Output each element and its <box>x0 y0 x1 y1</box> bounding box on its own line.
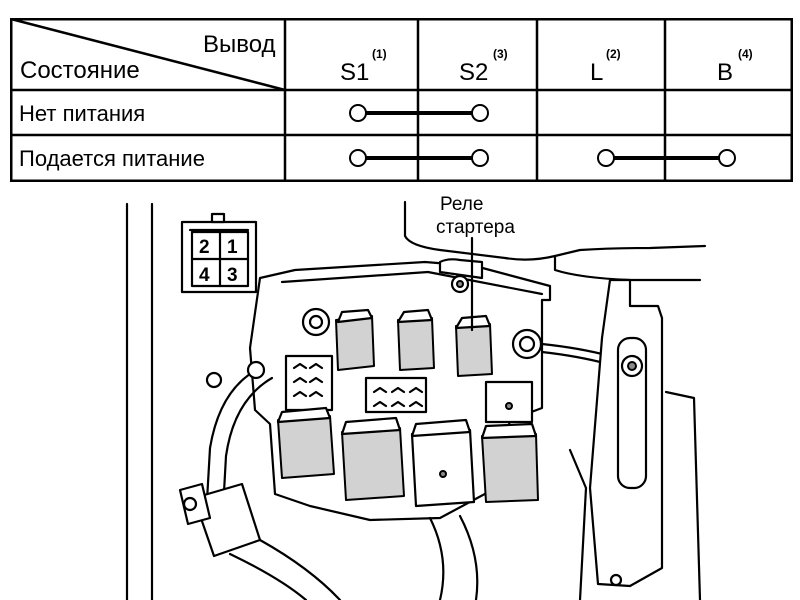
right-bracket <box>588 278 664 588</box>
mounting-bolt-center <box>456 280 464 288</box>
callout-starter-relay-line1: Реле <box>440 194 483 215</box>
row-label-no-power: Нет питания <box>19 101 145 126</box>
relay-continuity-table: Вывод Состояние S1 (1) S2 (3) L (2) B (4… <box>10 18 793 182</box>
right-inner-edge <box>568 448 588 600</box>
fuse-box-top-rim <box>280 270 544 296</box>
harness-connector <box>178 482 262 558</box>
row-label-power-applied: Подается питание <box>19 146 205 171</box>
terminal-l-superscript: (2) <box>606 47 621 61</box>
callout-starter-relay-line2: стартера <box>436 217 515 238</box>
dash-contour <box>403 200 707 261</box>
fuse-block-middle <box>364 376 428 414</box>
pin-3-label: 3 <box>227 265 238 286</box>
right-bolt-center <box>518 335 536 353</box>
terminal-b-label: B <box>717 59 733 86</box>
bottom-relay-4 <box>480 422 539 503</box>
left-screw <box>246 360 266 380</box>
bottom-relay-1 <box>276 406 335 479</box>
header-terminal-label: Вывод <box>203 31 276 58</box>
terminal-s1-label: S1 <box>340 59 369 86</box>
relay-module-right <box>484 380 534 424</box>
lower-harness <box>228 514 479 600</box>
fuse-block-left <box>284 354 334 412</box>
pin-1-label: 1 <box>227 237 238 258</box>
pin-4-label: 4 <box>199 265 210 286</box>
bottom-relay-2 <box>340 416 405 501</box>
header-state-label: Состояние <box>20 57 140 84</box>
terminal-s1-superscript: (1) <box>372 47 387 61</box>
continuity-s1-s2-power-applied <box>349 149 489 167</box>
starter-relay <box>454 314 493 377</box>
connector-pinout <box>180 212 258 294</box>
top-relay-left <box>335 308 375 371</box>
left-panel-edge <box>125 202 154 600</box>
table-border <box>10 18 793 182</box>
terminal-b-superscript: (4) <box>738 47 753 61</box>
diagonal-header-line <box>10 18 286 92</box>
right-panel-edge <box>664 390 702 600</box>
continuity-l-b-power-applied <box>597 149 736 167</box>
left-bolt-center <box>308 314 324 330</box>
left-screw-2 <box>205 371 223 389</box>
continuity-s1-s2-no-power <box>349 104 489 122</box>
terminal-s2-superscript: (3) <box>493 47 508 61</box>
terminal-s2-label: S2 <box>459 59 488 86</box>
bottom-relay-3 <box>410 418 476 508</box>
terminal-l-label: L <box>590 59 603 86</box>
pin-2-label: 2 <box>199 237 210 258</box>
top-relay-middle <box>396 308 435 371</box>
fuse-box-illustration: 2 1 4 3 Реле стартера <box>125 194 707 600</box>
dash-contour-lower <box>553 254 702 282</box>
